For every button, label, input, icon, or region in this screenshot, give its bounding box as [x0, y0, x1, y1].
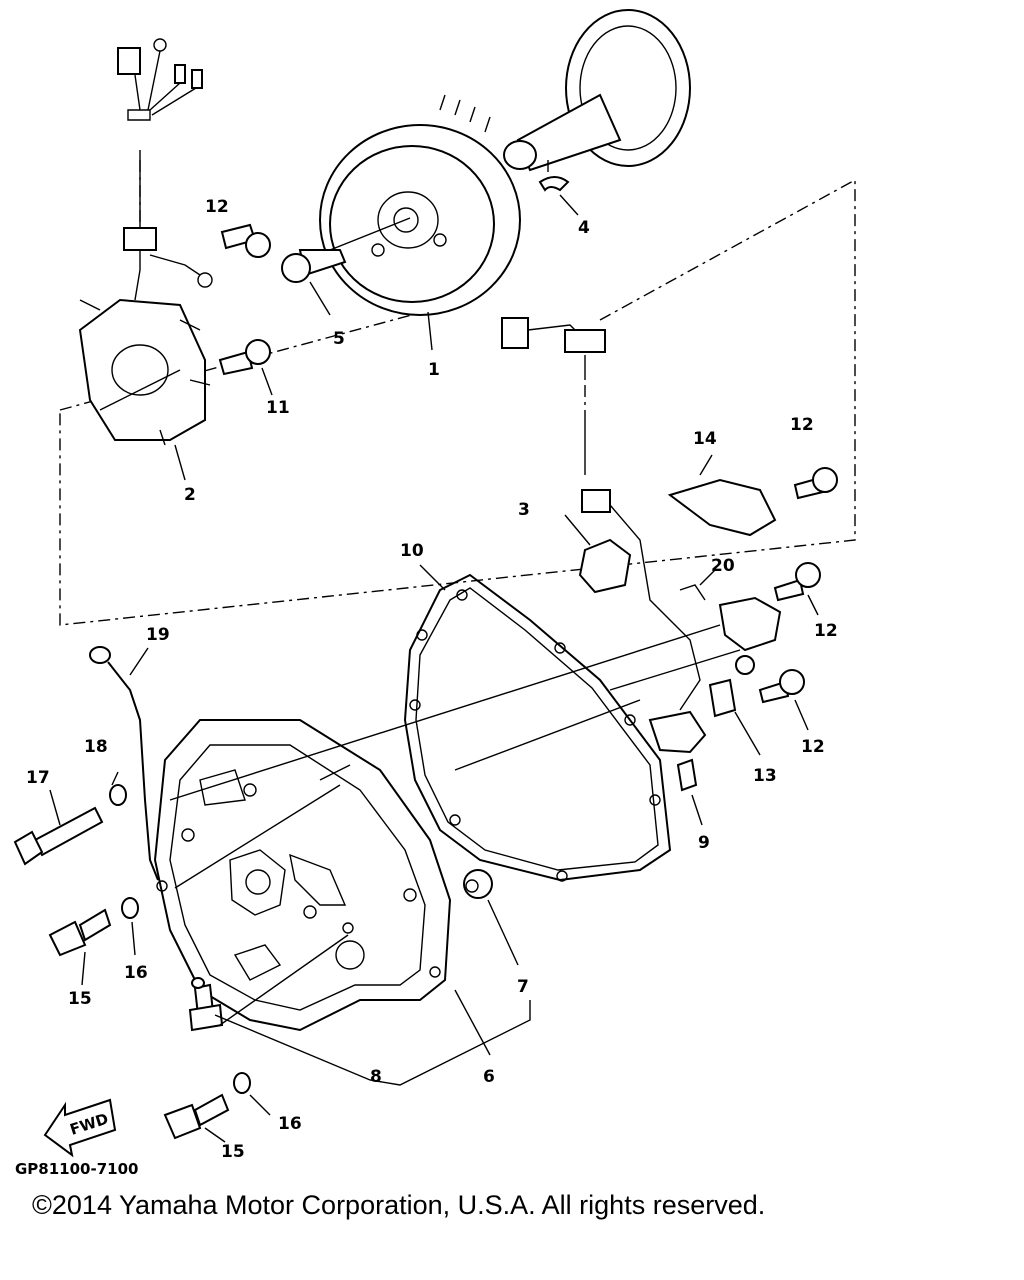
label-5: 5: [333, 329, 345, 349]
label-10: 10: [400, 541, 424, 561]
label-16-upper: 16: [124, 963, 148, 983]
stator-assembly: [78, 38, 213, 481]
collar: [463, 869, 519, 966]
label-18: 18: [84, 737, 108, 757]
copyright-notice: ©2014 Yamaha Motor Corporation, U.S.A. A…: [32, 1190, 766, 1220]
label-14: 14: [693, 429, 717, 449]
pickup-coil-harness: [501, 317, 782, 756]
bolts-washers: [13, 771, 271, 1143]
label-17: 17: [26, 768, 50, 788]
rotor-bolt: [281, 249, 347, 316]
assembly-boundary: [59, 178, 856, 626]
label-12-top: 12: [205, 197, 229, 217]
label-12-right-top: 12: [790, 415, 814, 435]
label-15-lower: 15: [221, 1142, 245, 1162]
label-13: 13: [753, 766, 777, 786]
label-11: 11: [266, 398, 290, 418]
label-4: 4: [578, 218, 590, 238]
label-9: 9: [698, 833, 710, 853]
label-7: 7: [517, 977, 529, 997]
dowel-pin: [676, 758, 703, 826]
label-12-right-mid: 12: [814, 621, 838, 641]
part-labels: 1 2 3 4 5 6 7 8 9 10 11 12 12 12 12 13 1…: [26, 197, 838, 1162]
label-1: 1: [428, 360, 440, 380]
woodruff-key: [538, 176, 579, 216]
assembly-axis: [169, 624, 721, 801]
assembly-axis: [609, 649, 741, 691]
crankcase-cover: [153, 719, 491, 1056]
parts-diagram: FWD 1 2 3 4 5 6 7 8 9 10 11 12 12 12 12 …: [13, 9, 856, 1178]
fwd-arrow: FWD: [43, 1098, 117, 1158]
label-16-lower: 16: [278, 1114, 302, 1134]
diagram-code: GP81100-7100: [15, 1160, 138, 1178]
label-20: 20: [711, 556, 735, 576]
label-15-upper: 15: [68, 989, 92, 1009]
cover-gasket: [403, 564, 672, 882]
label-12-right-bottom: 12: [801, 737, 825, 757]
rotor-flywheel: [319, 94, 521, 351]
assembly-axis: [454, 699, 641, 771]
crankshaft: [503, 9, 691, 175]
ground-lead: [89, 646, 159, 881]
label-8: 8: [370, 1067, 382, 1087]
label-3: 3: [518, 500, 530, 520]
label-6: 6: [483, 1067, 495, 1087]
screws: [218, 223, 838, 731]
union-fitting: [188, 934, 531, 1086]
assembly-axis: [174, 784, 341, 889]
label-2: 2: [184, 485, 196, 505]
label-19: 19: [146, 625, 170, 645]
